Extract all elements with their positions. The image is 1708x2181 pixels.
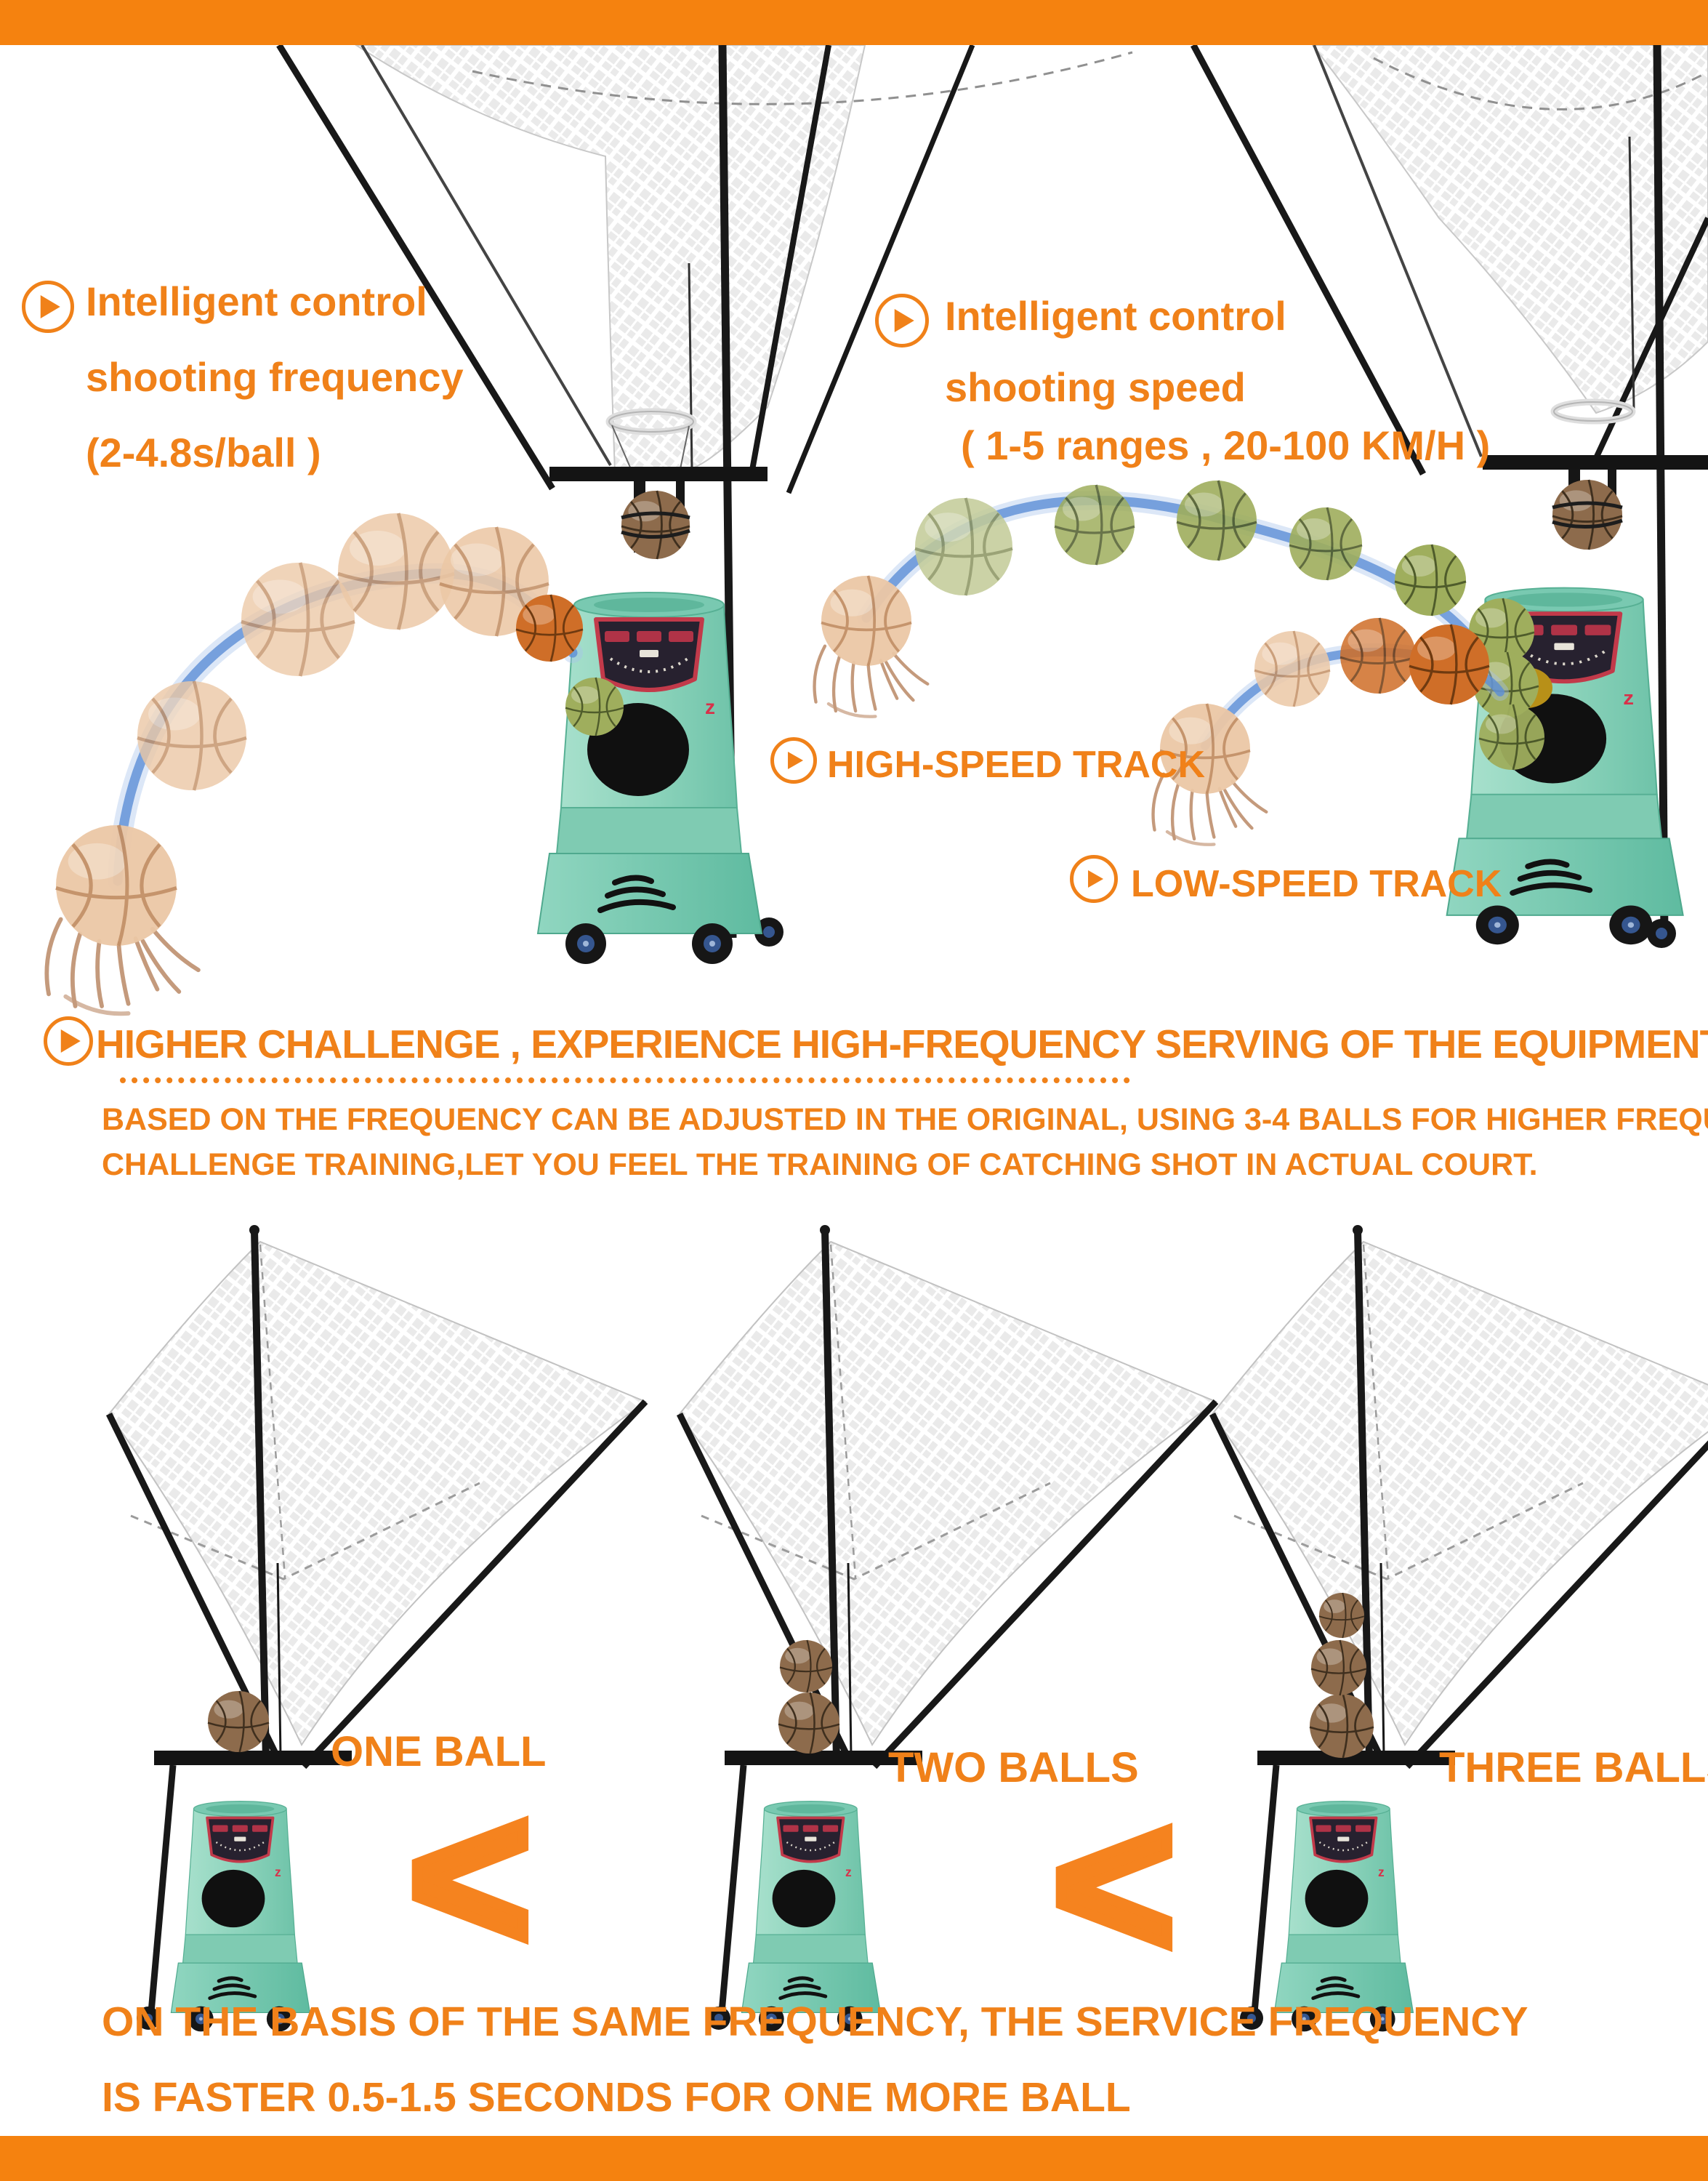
challenge-body-1: BASED ON THE FREQUENCY CAN BE ADJUSTED I… [102,1102,1708,1137]
low-speed-text: LOW-SPEED TRACK [1131,863,1502,905]
play-arrow-icon [22,281,74,333]
frequency-line-2: shooting frequency [86,354,464,400]
footer-line-1: ON THE BASIS OF THE SAME FREQUENCY, THE … [102,1999,1528,2045]
play-arrow-triangle [60,1029,81,1053]
footer-line-2: IS FASTER 0.5-1.5 SECONDS FOR ONE MORE B… [102,2074,1131,2121]
frequency-line-3: (2-4.8s/ball ) [86,430,321,475]
ball-holder-left [621,491,690,559]
challenge-heading: HIGHER CHALLENGE , EXPERIENCE HIGH-FREQU… [96,1021,1708,1067]
play-arrow-triangle [1088,870,1104,888]
three-balls-label: THREE BALLS [1439,1744,1708,1791]
less-than-symbol-2: < [1047,1767,1180,2002]
scene-one-ball [109,1225,645,2031]
scene-three-balls [1212,1225,1708,2031]
trajectory-frequency [47,513,624,1013]
play-arrow-icon [1070,855,1118,903]
challenge-body-2: CHALLENGE TRAINING,LET YOU FEEL THE TRAI… [102,1147,1538,1182]
trajectory-low-speed [1153,618,1509,845]
less-than-symbol-1: < [403,1759,536,1995]
bottom-banner [0,2136,1708,2181]
speed-line-1: Intelligent control [945,293,1286,339]
play-arrow-triangle [894,309,914,332]
play-arrow-icon [875,294,929,348]
one-ball-label: ONE BALL [331,1728,547,1775]
speed-line-3: ( 1-5 ranges , 20-100 KM/H ) [961,422,1491,468]
scene-speed-net [1191,43,1708,948]
scene-frequency-net [276,43,1133,947]
dotted-divider [120,1077,1130,1083]
play-arrow-icon [770,737,817,784]
play-arrow-triangle [40,295,60,318]
high-speed-text: HIGH-SPEED TRACK [827,744,1206,786]
trajectory-high-speed [815,481,1552,770]
top-banner [0,0,1708,45]
play-arrow-triangle [788,752,804,769]
speed-line-2: shooting speed [945,364,1246,410]
ball-holder-right [1552,480,1623,550]
two-balls-label: TWO BALLS [888,1744,1139,1791]
frequency-line-1: Intelligent control [86,278,427,324]
play-arrow-icon [44,1016,93,1066]
